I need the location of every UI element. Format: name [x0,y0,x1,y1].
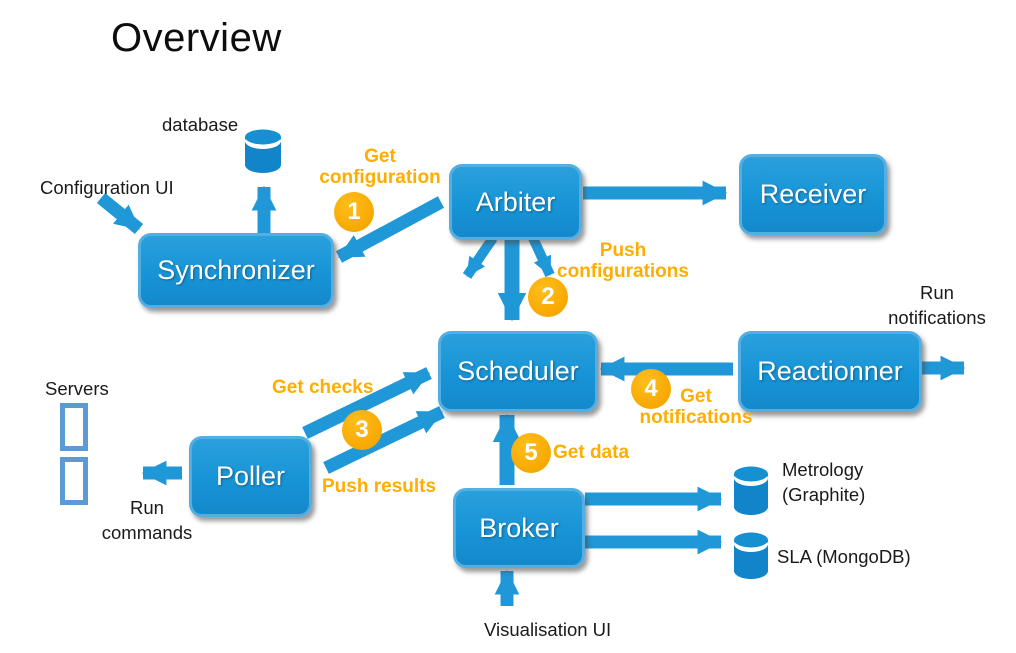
step-number: 5 [524,439,538,466]
step-number: 2 [541,283,555,310]
node-broker-label: Broker [479,512,559,543]
run-commands-label: Run commands [101,497,193,543]
run-notifications-label: Run notifications [888,282,986,328]
configuration-ui-label: Configuration UI [40,177,174,198]
node-scheduler: Scheduler [438,331,598,412]
flow-label-get-notifications: Get notifications [639,386,753,428]
page-title: Overview [111,16,282,60]
flow-label-get-checks: Get checks [272,377,374,398]
node-receiver-label: Receiver [759,179,867,209]
step-number: 4 [644,375,658,402]
step-badge-1: 1 [334,192,374,232]
node-reactionner-label: Reactionner [757,356,903,386]
sla-label: SLA (MongoDB) [777,546,911,567]
node-receiver: Receiver [739,154,887,235]
servers-label: Servers [45,378,109,399]
step-number: 3 [355,416,369,443]
database-label: database [162,114,239,135]
node-arbiter-label: Arbiter [475,186,556,217]
metrology-database-icon [732,465,770,522]
server-icon [60,457,88,505]
visualisation-ui-label: Visualisation UI [484,619,612,640]
node-poller-label: Poller [215,461,286,491]
node-synchronizer-label: Synchronizer [157,255,315,285]
step-number: 1 [347,198,361,225]
node-synchronizer: Synchronizer [138,233,334,308]
configuration-ui-to-synchronizer-arrow [96,192,144,235]
node-poller: Poller [189,436,312,517]
node-scheduler-label: Scheduler [457,356,579,386]
database-icon [243,128,283,179]
flow-label-get-data: Get data [553,442,630,463]
poller-get-checks-arrow [302,367,432,439]
step-badge-5: 5 [511,433,551,473]
arbiter-fan-left-arrow [462,235,498,279]
flow-label-push-configurations: Push configurations [557,240,689,282]
step-badge-3: 3 [342,410,382,450]
sla-database-icon [732,531,770,586]
step-badge-2: 2 [528,277,568,317]
arbiter-to-synchronizer-arrow [335,196,445,263]
flow-label-get-configuration: Get configuration [319,146,441,188]
poller-push-results-arrow [323,406,445,474]
node-arbiter: Arbiter [449,164,582,240]
flow-label-push-results: Push results [322,476,437,497]
node-reactionner: Reactionner [738,331,922,412]
node-broker: Broker [453,488,585,568]
step-badge-4: 4 [631,369,671,409]
metrology-label: Metrology (Graphite) [782,459,866,505]
arbiter-fan-right-arrow [528,235,555,278]
server-icon [60,403,88,451]
